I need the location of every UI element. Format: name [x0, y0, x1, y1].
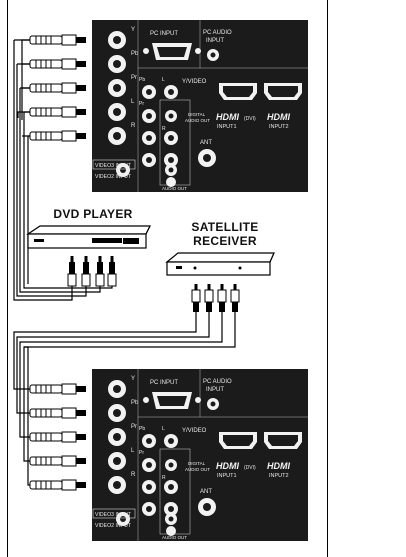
plug: [29, 455, 86, 467]
pr-label: Pr: [139, 450, 144, 456]
label-r: R: [131, 123, 136, 129]
plug: [29, 431, 86, 443]
component-jacks: [108, 31, 130, 177]
hdmi-input1-label: INPUT1: [217, 473, 237, 479]
label-y: Y: [131, 376, 135, 382]
vga-port: [143, 392, 201, 409]
y-video-label: Y/VIDEO: [182, 428, 207, 434]
pc-audio-input-label: INPUT: [206, 387, 224, 393]
ant-label: ANT: [200, 489, 212, 495]
pc-input-label: PC INPUT: [150, 380, 178, 386]
hdmi-port-2: [264, 432, 302, 449]
label-r: R: [131, 472, 136, 478]
audio-out-jacks: [165, 513, 177, 536]
digital-label: DIGITAL: [188, 112, 206, 117]
coax-audio-out: [165, 459, 177, 471]
audio-out-jacks: [165, 164, 177, 187]
plug: [29, 58, 86, 70]
pc-audio-label: PC AUDIO: [203, 379, 232, 385]
tv-panel-bottom: Y Pb Pr L R VIDEO3 INPUT VIDEO2 INPUT PC…: [92, 369, 308, 541]
hdmi-logo-2: HDMI: [267, 461, 290, 471]
hdmi-input2-label: INPUT2: [269, 473, 289, 479]
audio-out-small-label: AUDIO OUT: [162, 535, 187, 540]
label-l: L: [131, 99, 135, 105]
digital-audio-out-label: AUDIO OUT: [185, 467, 210, 472]
plug: [29, 407, 86, 419]
l-label: L: [162, 77, 165, 83]
audio-out-small-label: AUDIO OUT: [162, 186, 187, 191]
satellite-plugs: [191, 284, 240, 312]
hdmi-input1-label: INPUT1: [217, 124, 237, 130]
label-l: L: [131, 448, 135, 454]
right-border-line: [327, 0, 328, 557]
cables-dvd: [13, 39, 113, 301]
pc-audio-input-label: INPUT: [206, 38, 224, 44]
label-pr: Pr: [131, 424, 137, 430]
tv-panel-bottom-drawing: Y Pb Pr L R VIDEO3 INPUT VIDEO2 INPUT PC…: [92, 369, 308, 541]
plug: [29, 106, 86, 118]
label-pr: Pr: [131, 75, 137, 81]
video3-input-label: VIDEO3 INPUT: [95, 163, 132, 169]
plug: [29, 34, 86, 46]
pr-label: Pr: [139, 101, 144, 107]
label-pb: Pb: [131, 51, 139, 57]
dvd-plugs: [67, 256, 117, 287]
dvi-label: (DVI): [244, 465, 256, 471]
av-jacks: [142, 85, 178, 167]
plug: [29, 479, 86, 491]
r-label: R: [162, 475, 166, 481]
component-jacks: [108, 380, 130, 526]
vga-port: [143, 43, 201, 60]
digital-audio-out-label: AUDIO OUT: [185, 118, 210, 123]
hdmi-logo-1: HDMI: [216, 112, 239, 122]
label-y: Y: [131, 27, 135, 33]
video2-input-label: VIDEO2 INPUT: [95, 523, 132, 529]
hdmi-logo-2: HDMI: [267, 112, 290, 122]
pb-label: Pb: [139, 77, 145, 83]
coax-audio-out: [165, 110, 177, 122]
label-pb: Pb: [131, 400, 139, 406]
plugs-bottom: [29, 383, 86, 491]
hdmi-port-1: [219, 432, 257, 449]
pc-audio-label: PC AUDIO: [203, 30, 232, 36]
hdmi-port-2: [264, 83, 302, 100]
plug: [29, 130, 86, 142]
l-label: L: [162, 426, 165, 432]
dvd-player-label: DVD PLAYER: [53, 207, 133, 221]
video3-input-label: VIDEO3 INPUT: [95, 512, 132, 518]
hdmi-input2-label: INPUT2: [269, 124, 289, 130]
digital-label: DIGITAL: [188, 461, 206, 466]
left-border-line: [7, 0, 8, 557]
plug: [29, 82, 86, 94]
ant-label: ANT: [200, 140, 212, 146]
cables-satellite: [13, 312, 236, 486]
satellite-receiver: [165, 252, 275, 276]
av-jacks: [142, 434, 178, 516]
r-label: R: [162, 126, 166, 132]
satellite-receiver-label: SATELLITE RECEIVER: [191, 220, 259, 248]
dvd-player: [26, 225, 151, 249]
dvi-label: (DVI): [244, 116, 256, 122]
tv-panel-top-drawing: Y Pb Pr L R VIDEO3 INPUT VIDEO2 INPUT PC…: [92, 20, 308, 192]
pc-input-label: PC INPUT: [150, 31, 178, 37]
hdmi-port-1: [219, 83, 257, 100]
pb-label: Pb: [139, 426, 145, 432]
video2-input-label: VIDEO2 INPUT: [95, 174, 132, 180]
plugs-top: [29, 34, 86, 142]
plug: [29, 383, 86, 395]
hdmi-logo-1: HDMI: [216, 461, 239, 471]
tv-panel-top: Y Pb Pr L R VIDEO3 INPUT VIDEO2 INPUT PC…: [92, 20, 308, 192]
y-video-label: Y/VIDEO: [182, 79, 207, 85]
